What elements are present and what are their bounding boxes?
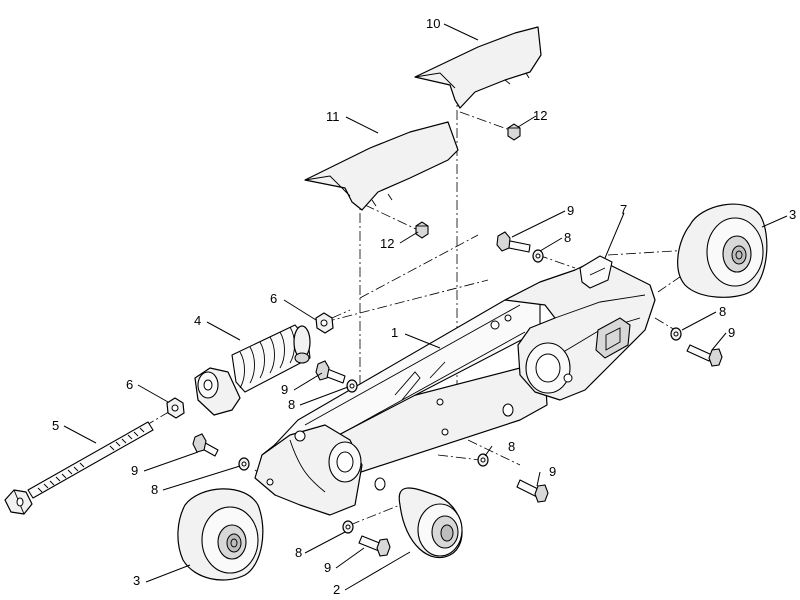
callout-12-lower: 12 <box>380 236 394 251</box>
long-tension-bolt <box>4 421 154 515</box>
lower-track-cover <box>304 121 459 211</box>
cover-bolt-lower <box>415 221 429 239</box>
washer-mid-left <box>346 379 358 393</box>
bolt-top-right <box>496 231 531 253</box>
track-wheel-right <box>677 203 768 298</box>
callout-8-right: 8 <box>719 304 726 319</box>
callout-2: 2 <box>333 582 340 597</box>
callout-3-left: 3 <box>133 573 140 588</box>
cover-bolt-upper <box>507 123 521 141</box>
tension-spring-assembly <box>194 324 311 416</box>
washer-top-right <box>532 249 544 263</box>
leader-lines <box>63 23 788 591</box>
callout-7: 7 <box>620 202 627 217</box>
callout-3-right: 3 <box>789 207 796 222</box>
callout-9-right: 9 <box>728 325 735 340</box>
washer-right <box>670 327 682 341</box>
callout-12-upper: 12 <box>533 108 547 123</box>
track-wheel-left <box>177 488 264 581</box>
callout-5: 5 <box>52 418 59 433</box>
bolt-mid-left <box>315 360 346 384</box>
bolt-bottom <box>358 535 391 557</box>
callout-labels: 10 11 12 12 9 8 7 3 8 9 6 4 1 6 5 9 8 9 … <box>52 16 796 597</box>
callout-6-lower: 6 <box>126 377 133 392</box>
upper-track-cover <box>414 26 542 109</box>
callout-9-top-right: 9 <box>567 203 574 218</box>
bolt-left <box>192 433 219 457</box>
main-track-frame <box>254 255 656 516</box>
hex-nut-upper <box>315 312 334 334</box>
bottom-roller <box>398 487 463 559</box>
callout-8-right-lower: 8 <box>508 439 515 454</box>
washer-bottom <box>342 520 354 534</box>
washer-left <box>238 457 250 471</box>
callout-8-left: 8 <box>151 482 158 497</box>
callout-4: 4 <box>194 313 201 328</box>
bolt-right <box>686 344 723 367</box>
bolt-bottom-right <box>516 479 549 503</box>
callout-9-mid-left: 9 <box>281 382 288 397</box>
callout-6-upper: 6 <box>270 291 277 306</box>
callout-10: 10 <box>426 16 440 31</box>
callout-9-left: 9 <box>131 463 138 478</box>
callout-8-top-right: 8 <box>564 230 571 245</box>
callout-9-bottom-right: 9 <box>549 464 556 479</box>
callout-11: 11 <box>326 109 340 124</box>
hex-nut-lower <box>166 397 185 419</box>
callout-8-bottom: 8 <box>295 545 302 560</box>
washer-right-lower <box>477 453 489 467</box>
callout-9-bottom: 9 <box>324 560 331 575</box>
callout-8-mid-left: 8 <box>288 397 295 412</box>
callout-1: 1 <box>391 325 398 340</box>
